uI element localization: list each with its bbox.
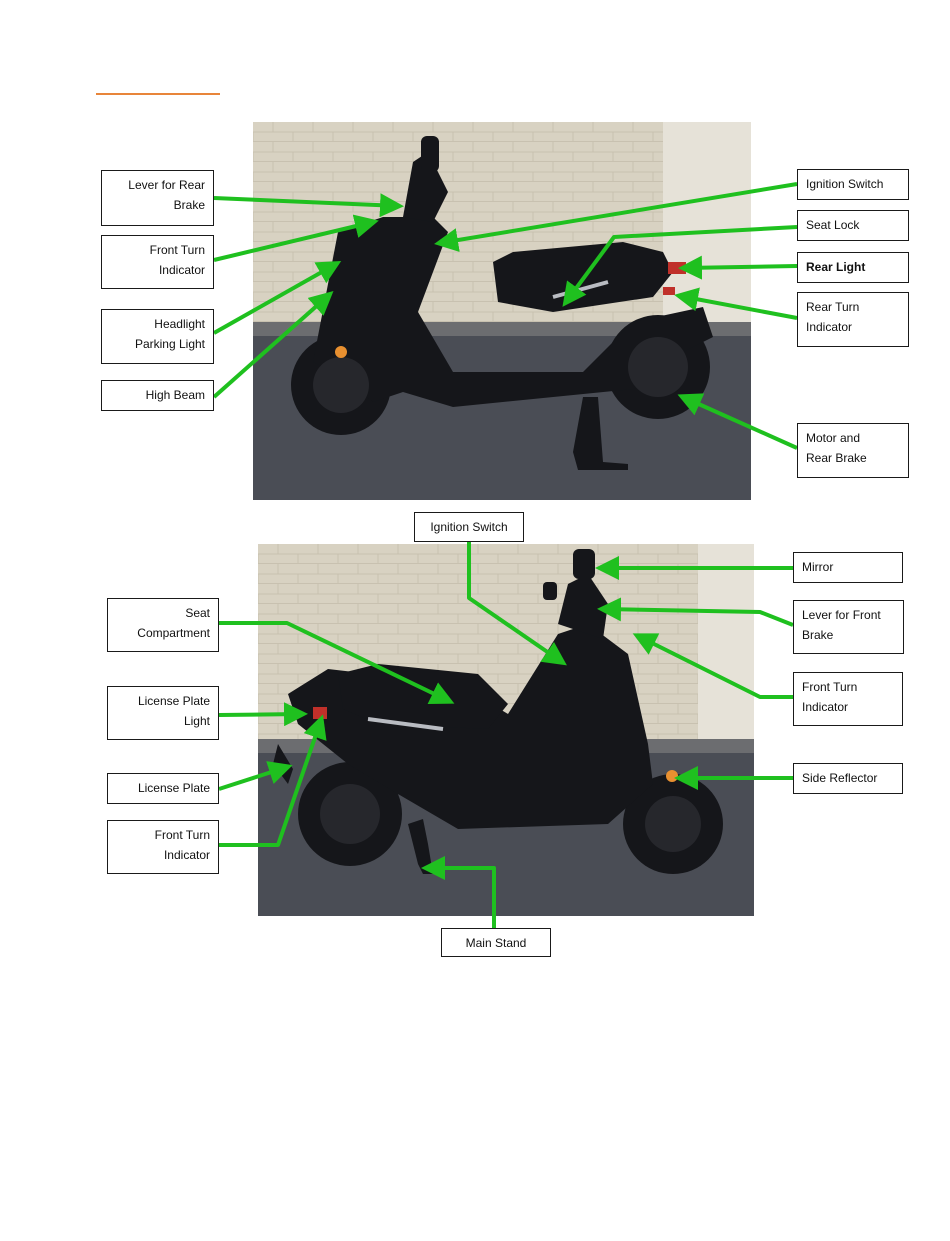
label-license-plate: License Plate [107,773,219,804]
section-rule [96,93,220,95]
label-rear-light: Rear Light [797,252,909,283]
label-front-brake-lever: Lever for Front Brake [793,600,904,654]
label-seat-compartment: Seat Compartment [107,598,219,652]
label-high-beam: High Beam [101,380,214,411]
label-front-turn-indicator-left: Front Turn Indicator [107,820,219,874]
label-seat-lock: Seat Lock [797,210,909,241]
scooter-photo-right-side [253,122,751,500]
label-rear-brake-lever: Lever for Rear Brake [101,170,214,226]
label-mirror: Mirror [793,552,903,583]
label-side-reflector: Side Reflector [793,763,903,794]
label-main-stand: Main Stand [441,928,551,957]
label-motor-rear-brake: Motor and Rear Brake [797,423,909,478]
label-ignition-switch-2: Ignition Switch [414,512,524,542]
label-headlight-parking-light: Headlight Parking Light [101,309,214,364]
label-front-turn-indicator-right: Front Turn Indicator [793,672,903,726]
label-ignition-switch: Ignition Switch [797,169,909,200]
label-rear-turn-indicator: Rear Turn Indicator [797,292,909,347]
label-front-turn-indicator: Front Turn Indicator [101,235,214,289]
label-license-plate-light: License Plate Light [107,686,219,740]
scooter-photo-left-side [258,544,754,916]
